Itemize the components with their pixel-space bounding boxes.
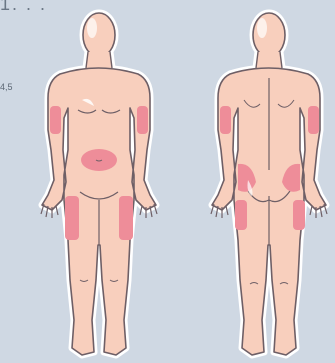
back-left-thigh-zone — [235, 200, 247, 230]
back-right-thigh-zone — [293, 200, 305, 230]
back-right-arm-zone — [308, 106, 319, 134]
front-right-thigh-zone — [119, 196, 133, 240]
back-left-arm-zone — [220, 106, 231, 134]
front-left-thigh-zone — [65, 196, 79, 240]
abdomen-zone — [81, 149, 117, 171]
back-body-figure — [211, 13, 327, 355]
front-body-figure — [41, 13, 157, 355]
front-right-arm-zone — [137, 106, 148, 134]
front-left-arm-zone — [50, 106, 61, 134]
